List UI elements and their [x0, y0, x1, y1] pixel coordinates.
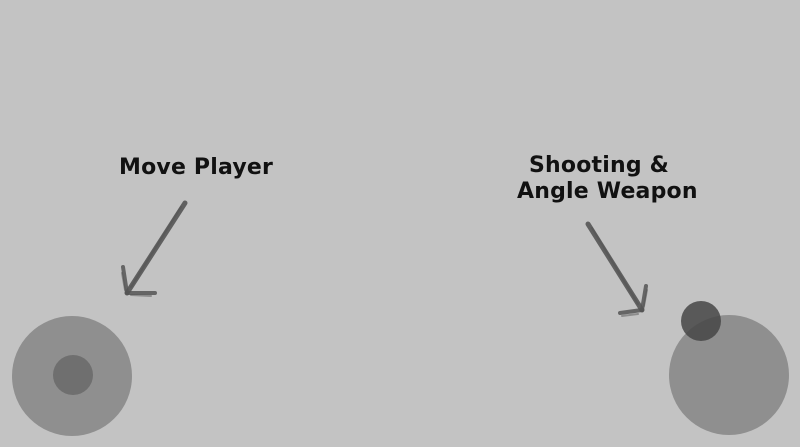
move-player-hint: Move Player — [119, 155, 274, 180]
shooting-hint-line-1: Shooting & — [528, 153, 670, 178]
move-joystick-base[interactable] — [12, 316, 132, 436]
shooting-hint-line-2: Angle Weapon — [517, 179, 698, 204]
move-joystick-knob[interactable] — [53, 355, 93, 395]
shoot-arrow-icon — [585, 221, 648, 317]
move-arrow-icon — [121, 200, 188, 297]
shooting-hint: Shooting & Angle Weapon — [517, 153, 698, 205]
aim-joystick-knob[interactable] — [681, 301, 721, 341]
